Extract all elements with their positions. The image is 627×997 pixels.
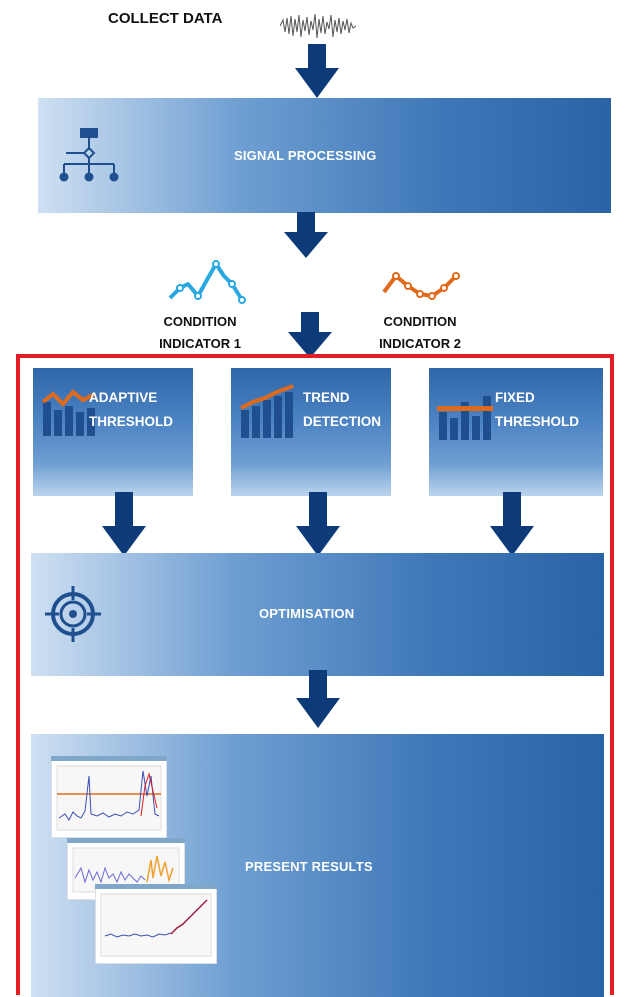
analysis-frame bbox=[16, 354, 614, 995]
optimisation-label: OPTIMISATION bbox=[259, 606, 355, 621]
report-screenshot-3 bbox=[95, 884, 217, 964]
flow-arrow bbox=[296, 492, 340, 556]
waveform-icon bbox=[280, 13, 356, 39]
collect-data-label: COLLECT DATA bbox=[108, 10, 223, 27]
trend-detection-line1: TREND bbox=[303, 390, 350, 405]
adaptive-threshold-icon bbox=[41, 389, 96, 436]
adaptive-threshold-label: ADAPTIVE THRESHOLD bbox=[89, 386, 173, 434]
trend-detection-line2: DETECTION bbox=[303, 414, 382, 429]
flow-arrow bbox=[284, 212, 328, 258]
present-results-box: PRESENT RESULTS bbox=[31, 734, 604, 997]
flow-arrow bbox=[102, 492, 146, 556]
flow-arrow bbox=[288, 312, 332, 358]
condition-indicator-2-line1: CONDITION bbox=[383, 314, 457, 329]
flow-arrow bbox=[295, 44, 339, 98]
present-results-label: PRESENT RESULTS bbox=[245, 859, 373, 874]
condition-indicator-2-line2: INDICATOR 2 bbox=[379, 336, 461, 351]
signal-processing-box: SIGNAL PROCESSING bbox=[38, 98, 611, 213]
fixed-threshold-line2: THRESHOLD bbox=[495, 414, 579, 429]
condition-indicator-1-label: CONDITION INDICATOR 1 bbox=[140, 311, 260, 355]
condition-indicator-2-label: CONDITION INDICATOR 2 bbox=[360, 311, 480, 355]
adaptive-threshold-line2: THRESHOLD bbox=[89, 414, 173, 429]
condition-indicator-1-line1: CONDITION bbox=[163, 314, 237, 329]
fixed-threshold-icon bbox=[437, 396, 493, 440]
condition-indicator-1-icon bbox=[168, 260, 246, 304]
flow-arrow bbox=[296, 670, 340, 728]
fixed-threshold-line1: FIXED bbox=[495, 390, 535, 405]
trend-detection-label: TREND DETECTION bbox=[303, 386, 381, 434]
condition-indicator-1-line2: INDICATOR 1 bbox=[159, 336, 241, 351]
flow-arrow bbox=[490, 492, 534, 556]
condition-indicator-2-icon bbox=[382, 272, 460, 300]
adaptive-threshold-box: ADAPTIVE THRESHOLD bbox=[33, 368, 193, 496]
fixed-threshold-box: FIXED THRESHOLD bbox=[429, 368, 603, 496]
hierarchy-icon bbox=[59, 128, 119, 182]
target-icon bbox=[45, 586, 101, 642]
report-screenshot-1 bbox=[51, 756, 167, 838]
trend-detection-box: TREND DETECTION bbox=[231, 368, 391, 496]
adaptive-threshold-line1: ADAPTIVE bbox=[89, 390, 158, 405]
trend-detection-icon bbox=[240, 384, 294, 438]
signal-processing-label: SIGNAL PROCESSING bbox=[234, 148, 377, 163]
optimisation-box: OPTIMISATION bbox=[31, 553, 604, 676]
fixed-threshold-label: FIXED THRESHOLD bbox=[495, 386, 579, 434]
